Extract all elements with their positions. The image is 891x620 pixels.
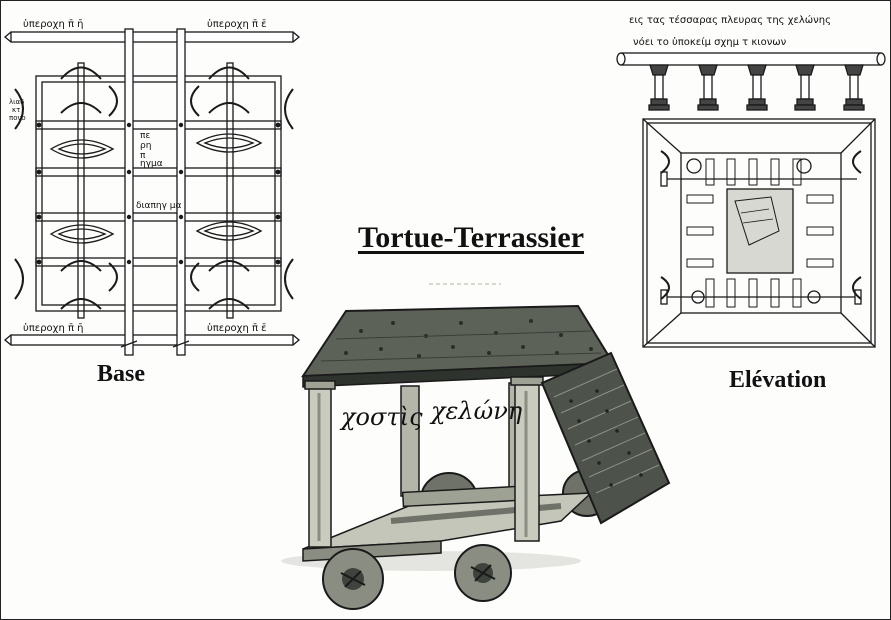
base-label-top-right: ὑπεροχη π̄ ε̄ xyxy=(207,18,267,30)
base-label-center-3: π xyxy=(140,151,146,161)
base-label-bottom-right: ὑπεροχη π̄ ε̄ xyxy=(207,322,267,334)
base-plan xyxy=(3,28,301,356)
elevation-outer-frame xyxy=(642,118,876,348)
elevation-plan xyxy=(616,52,886,348)
elevation-center-panel xyxy=(726,188,794,274)
base-vertical-beam-right xyxy=(176,28,186,356)
base-label-center-1: πε xyxy=(140,131,150,141)
elevation-label-line1: εις τας τέσσαρας πλευρας της χελώνης xyxy=(629,14,831,26)
base-wheels xyxy=(49,133,263,244)
elevation-label-line2: νόει το ὑποκείμ σχημ τ κιονων xyxy=(633,36,787,48)
base-label-left-2: κτ xyxy=(12,106,20,114)
base-label-horizontal: διαπηγ μα xyxy=(136,201,182,211)
base-frame xyxy=(35,75,282,312)
caption-base: Base xyxy=(97,361,145,387)
elevation-top-beam xyxy=(620,52,882,66)
base-label-left-1: λιαδ xyxy=(9,98,24,106)
base-vertical-beam-left xyxy=(124,28,134,356)
base-label-left-3: πονο xyxy=(9,114,26,122)
roof-texture xyxy=(344,319,593,358)
base-label-bottom-left: ὑπεροχη π̄ η̄ xyxy=(23,322,84,334)
side-shield-panel xyxy=(540,351,671,525)
inscription-right: χελώνη xyxy=(429,397,523,425)
base-dots xyxy=(36,122,281,265)
elevation-labels: εις τας τέσσαρας πλευρας της χελώνης νόε… xyxy=(629,14,831,48)
base-plan-labels: ὑπεροχη π̄ η̄ ὑπεροχη π̄ ε̄ ὑπεροχη π̄ η… xyxy=(9,18,267,334)
inscription-left: χοστὶς xyxy=(339,403,423,431)
base-arcs xyxy=(14,66,294,310)
caption-elevation: Elévation xyxy=(729,367,827,393)
base-crossbars xyxy=(35,120,282,267)
base-label-top-left: ὑπεροχη π̄ η̄ xyxy=(23,18,84,30)
front-columns xyxy=(304,376,544,548)
tortoise-illustration xyxy=(281,304,671,610)
roof-grain xyxy=(320,330,602,362)
elevation-small-columns xyxy=(686,158,834,308)
base-top-beam xyxy=(10,31,294,43)
base-label-center-2: ρη xyxy=(140,141,151,151)
front-wheels xyxy=(322,544,512,610)
base-label-center-4: ηγμα xyxy=(140,159,163,169)
elevation-arcs xyxy=(660,150,862,300)
illustration-inscriptions: χοστὶς χελώνη xyxy=(339,397,523,431)
diagram-title: Tortue-Terrassier xyxy=(357,221,585,254)
elevation-columns xyxy=(648,64,865,111)
elevation-inner-frame xyxy=(680,152,842,314)
base-bottom-beam xyxy=(10,334,294,346)
